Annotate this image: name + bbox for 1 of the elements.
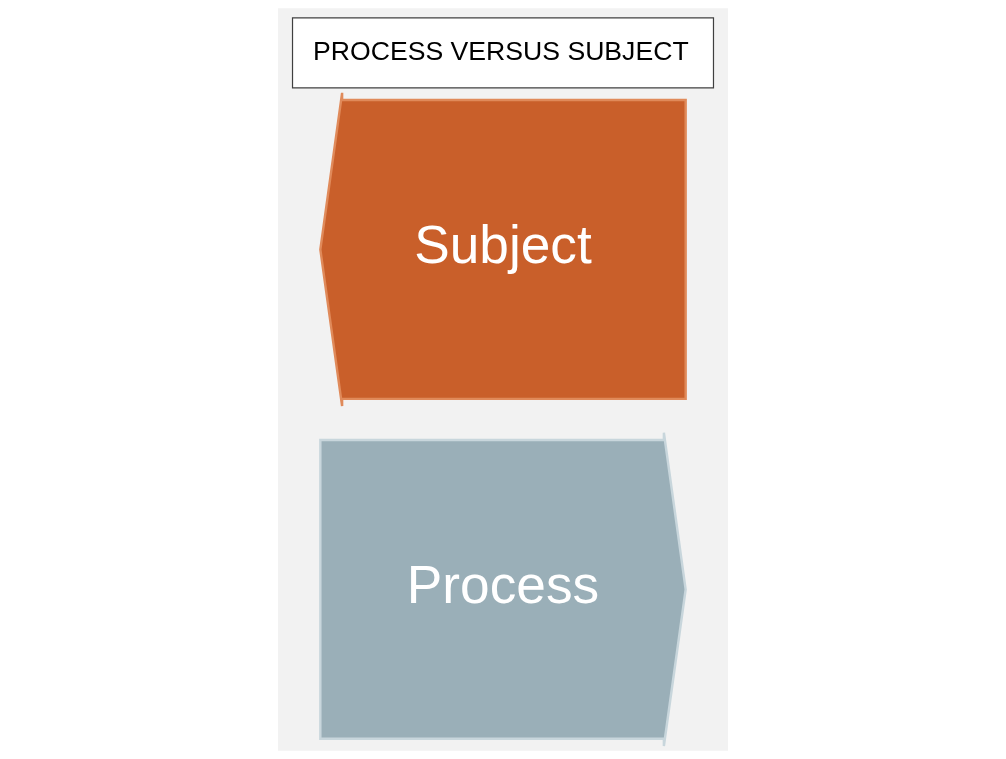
diagram-title: PROCESS VERSUS SUBJECT bbox=[313, 35, 689, 66]
